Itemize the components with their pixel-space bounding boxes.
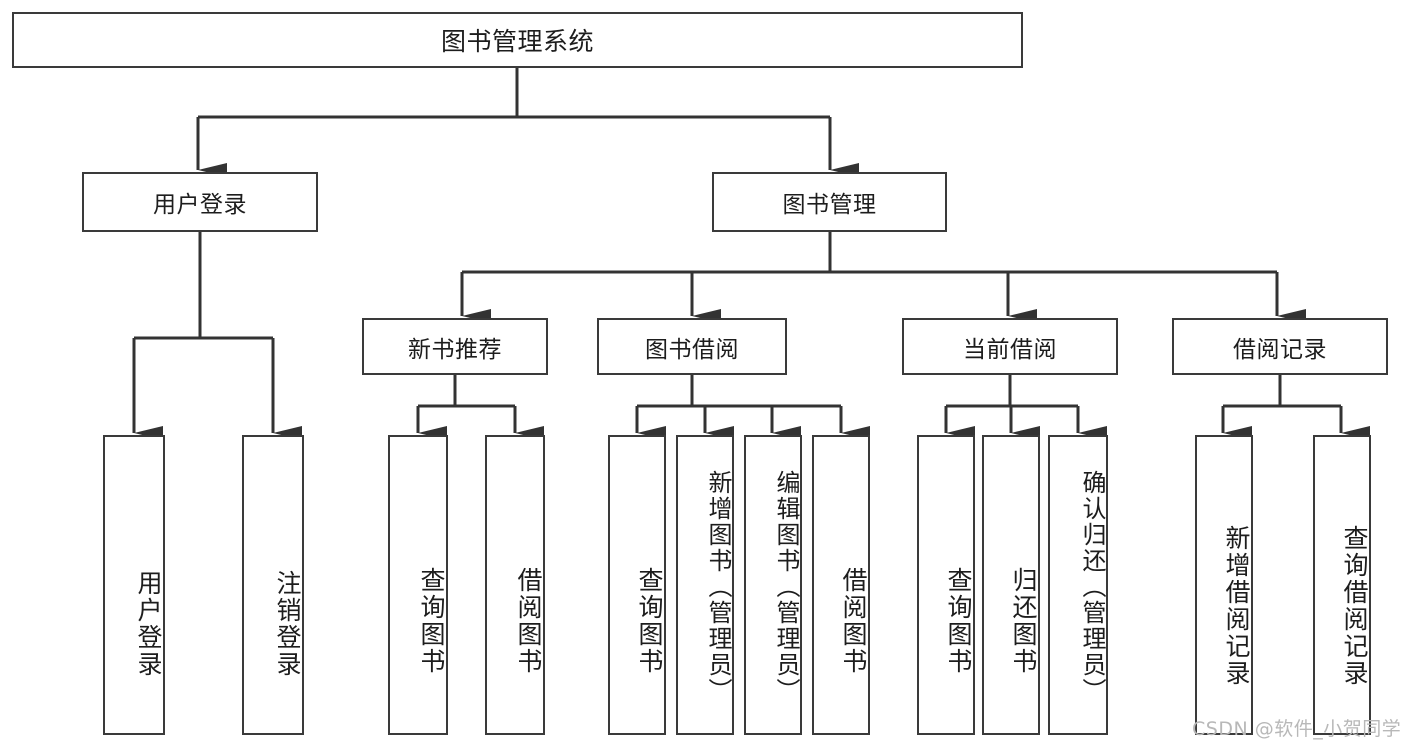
leaf-borrow-book-borrow[interactable]: 借阅图书 (812, 435, 870, 735)
leaf-user-login[interactable]: 用户登录 (103, 435, 165, 735)
node-book-borrow[interactable]: 图书借阅 (597, 318, 787, 375)
leaf-logout-login[interactable]: 注销登录 (242, 435, 304, 735)
leaf-add-book-admin[interactable]: 新增图书（管理员） (676, 435, 734, 735)
node-user-login[interactable]: 用户登录 (82, 172, 318, 232)
leaf-return-book[interactable]: 归还图书 (982, 435, 1040, 735)
node-book-manage[interactable]: 图书管理 (712, 172, 947, 232)
leaf-add-borrow-record[interactable]: 新增借阅记录 (1195, 435, 1253, 735)
leaf-query-borrow-record[interactable]: 查询借阅记录 (1313, 435, 1371, 735)
leaf-edit-book-admin[interactable]: 编辑图书（管理员） (744, 435, 802, 735)
node-borrow-record[interactable]: 借阅记录 (1172, 318, 1388, 375)
node-root-system[interactable]: 图书管理系统 (12, 12, 1023, 68)
leaf-query-book-current[interactable]: 查询图书 (917, 435, 975, 735)
node-new-book-recommend[interactable]: 新书推荐 (362, 318, 548, 375)
leaf-query-book-rec[interactable]: 查询图书 (388, 435, 448, 735)
node-current-borrow[interactable]: 当前借阅 (902, 318, 1118, 375)
leaf-query-book-borrow[interactable]: 查询图书 (608, 435, 666, 735)
leaf-confirm-return-admin[interactable]: 确认归还（管理员） (1048, 435, 1108, 735)
csdn-watermark: CSDN @软件_小贺同学 (1192, 718, 1402, 740)
leaf-borrow-book-rec[interactable]: 借阅图书 (485, 435, 545, 735)
